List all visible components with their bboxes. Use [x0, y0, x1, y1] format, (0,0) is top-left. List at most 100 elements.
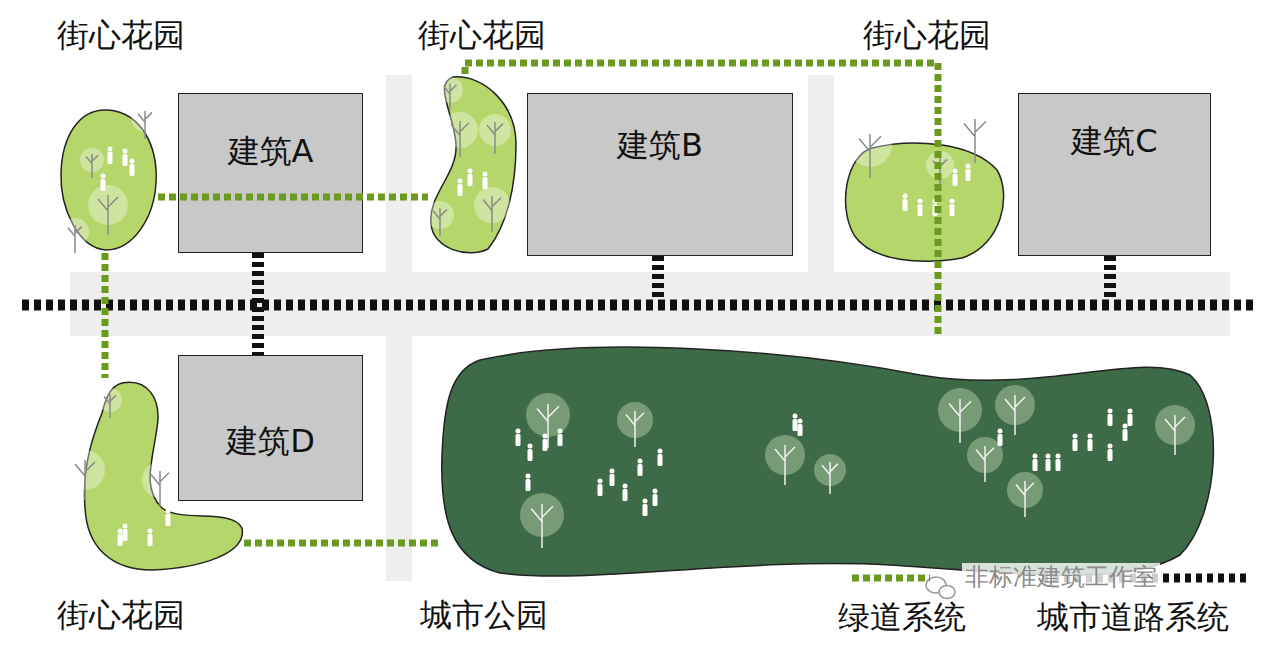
person-icon: [610, 469, 615, 487]
person-icon: [558, 429, 563, 447]
tree-icon: [474, 187, 510, 232]
person-icon: [123, 524, 128, 542]
person-icon: [483, 172, 488, 190]
greenway-link: [244, 540, 440, 547]
street-garden: 街心花园: [428, 74, 518, 257]
person-icon: [130, 159, 135, 177]
person-icon: [528, 444, 533, 462]
watermark: 非标准建筑工作室: [962, 563, 1160, 591]
person-icon: [643, 499, 648, 517]
area-label: 街心花园: [57, 596, 185, 634]
tree-icon: [426, 201, 454, 236]
legend-item: 绿道系统: [838, 598, 966, 636]
person-icon: [798, 419, 803, 437]
tree-icon: [61, 218, 89, 253]
tree-icon: [65, 450, 105, 500]
tree-icon: [88, 185, 128, 235]
greenway-link: [102, 253, 109, 378]
person-icon: [543, 434, 548, 452]
person-icon: [1128, 409, 1133, 427]
person-icon: [118, 529, 123, 547]
tree-icon: [437, 77, 463, 110]
watermark-icon: [926, 577, 955, 599]
building-block: 建筑A: [178, 93, 363, 253]
person-icon: [953, 169, 958, 187]
person-icon: [1046, 454, 1051, 472]
person-icon: [598, 479, 603, 497]
person-icon: [950, 199, 955, 217]
tree-icon: [479, 114, 511, 154]
person-icon: [1056, 454, 1061, 472]
road-band: [386, 75, 412, 272]
road-link: [1104, 256, 1116, 299]
legend-swatch: [852, 575, 930, 582]
tree-icon: [80, 148, 104, 178]
building-block: 建筑D: [178, 355, 363, 501]
road-link: [252, 253, 264, 355]
person-icon: [101, 174, 106, 192]
person-icon: [166, 509, 171, 527]
person-icon: [903, 194, 908, 212]
tree-icon: [814, 454, 846, 494]
tree-icon: [442, 112, 478, 157]
tree-icon: [953, 108, 997, 163]
tree-icon: [142, 462, 178, 507]
building-name: 建筑C: [1071, 122, 1157, 160]
area-label: 街心花园: [418, 16, 546, 54]
person-icon: [1123, 424, 1128, 442]
greenway-link: [465, 63, 938, 140]
building-block: 建筑C: [1018, 93, 1211, 256]
person-icon: [1073, 434, 1078, 452]
greenway-link: [935, 140, 942, 335]
person-icon: [623, 484, 628, 502]
road-band: [808, 75, 834, 272]
building-name: 建筑B: [617, 126, 703, 164]
area-label: 街心花园: [863, 16, 991, 54]
person-icon: [458, 179, 463, 197]
area-label: 城市公园: [420, 596, 548, 634]
person-icon: [998, 429, 1003, 447]
tree-icon: [1007, 472, 1043, 517]
tree-icon: [765, 435, 805, 485]
person-icon: [123, 149, 128, 167]
person-icon: [108, 147, 113, 165]
building-name: 建筑D: [226, 422, 315, 460]
legend-text: 绿道系统: [838, 598, 966, 636]
road-line: [22, 300, 1254, 311]
tree-icon: [995, 385, 1035, 435]
person-icon: [658, 449, 663, 467]
road-link: [652, 256, 664, 299]
building-name: 建筑A: [228, 132, 314, 170]
person-icon: [1088, 434, 1093, 452]
person-icon: [1108, 444, 1113, 462]
tree-icon: [848, 123, 892, 178]
tree-icon: [98, 388, 122, 418]
greenway-link: [158, 194, 428, 201]
building-block: 建筑B: [527, 93, 793, 256]
person-icon: [638, 459, 643, 477]
person-icon: [468, 169, 473, 187]
legend-item: 城市道路系统: [1037, 598, 1229, 636]
person-icon: [793, 414, 798, 432]
tree-icon: [938, 388, 982, 443]
person-icon: [148, 529, 153, 547]
legend-text: 城市道路系统: [1037, 598, 1229, 636]
tree-icon: [520, 493, 564, 548]
person-icon: [966, 164, 971, 182]
tree-icon: [131, 104, 159, 139]
person-icon: [526, 474, 531, 492]
person-icon: [516, 429, 521, 447]
person-icon: [653, 489, 658, 507]
person-icon: [1033, 454, 1038, 472]
garden-shape: [442, 347, 1214, 576]
person-icon: [918, 199, 923, 217]
tree-icon: [617, 402, 653, 447]
tree-icon: [1155, 405, 1195, 455]
garden-outline: [428, 74, 518, 257]
area-label: 街心花园: [57, 16, 185, 54]
person-icon: [1108, 409, 1113, 427]
label-box: 非标准建筑工作室: [962, 563, 1160, 592]
